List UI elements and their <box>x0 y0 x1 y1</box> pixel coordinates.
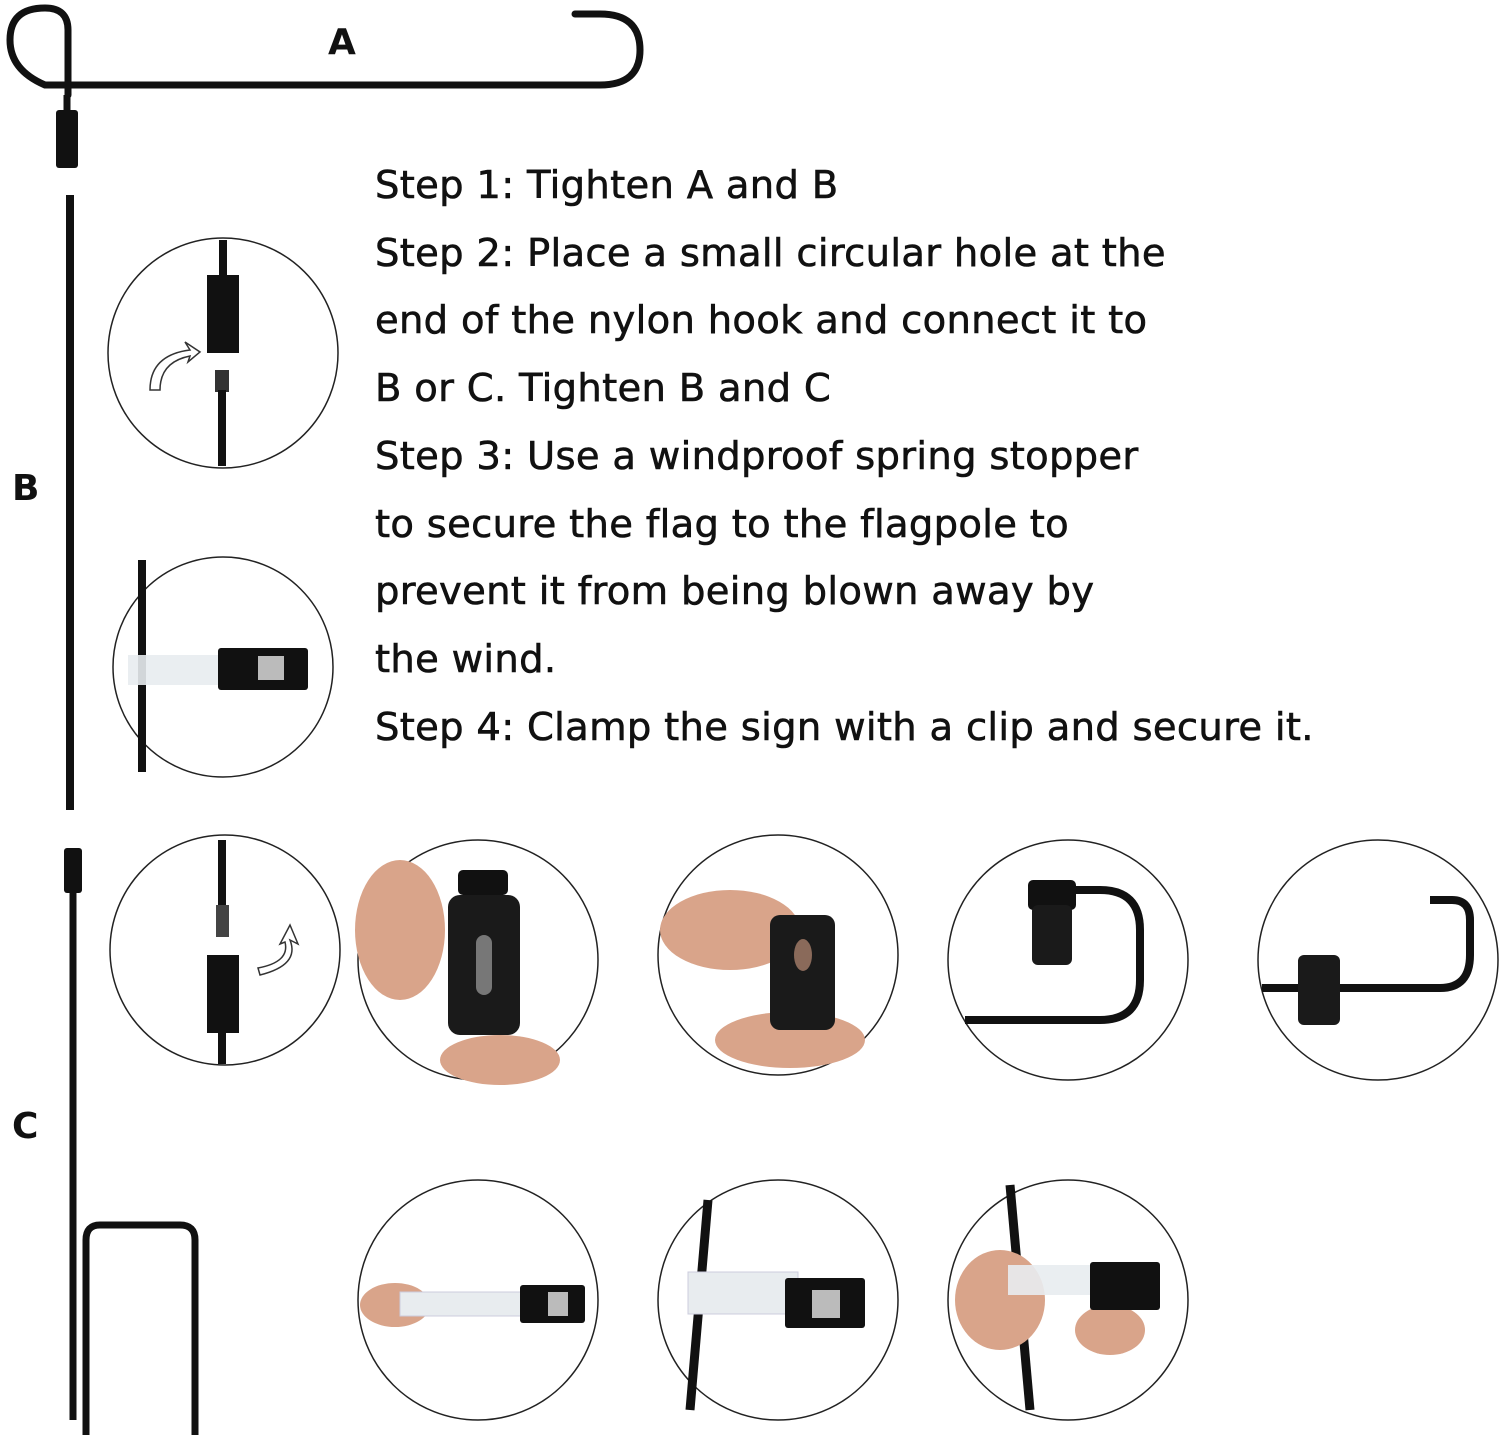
label-part-c: C <box>12 1106 39 1147</box>
step-line: Step 2: Place a small circular hole at t… <box>375 230 1166 276</box>
instruction-steps: Step 1: Tighten A and B Step 2: Place a … <box>375 152 1500 761</box>
detail-circle-tighten-a-b <box>107 237 339 469</box>
photo-clip-open <box>357 1179 599 1421</box>
part-b-pole <box>66 195 74 810</box>
step-line: prevent it from being blown away by <box>375 569 1095 615</box>
label-part-a: A <box>328 22 356 63</box>
rotate-arrow-icon <box>257 923 300 976</box>
step-line: Step 3: Use a windproof spring stopper <box>375 433 1139 480</box>
step-line: B or C. Tighten B and C <box>375 366 832 412</box>
detail-circle-clip <box>112 556 334 778</box>
photo-stopper-on-pole <box>1257 839 1499 1081</box>
part-c-stake <box>69 870 199 1435</box>
photo-clip-on-pole <box>657 1179 899 1421</box>
step-line: to secure the flag to the flagpole to <box>375 501 1070 547</box>
part-a-connector <box>56 110 78 168</box>
photo-clip-securing <box>947 1179 1189 1421</box>
rotate-arrow-icon <box>149 341 202 391</box>
step-line: end of the nylon hook and connect it to <box>375 298 1148 344</box>
step-line: the wind. <box>375 636 557 683</box>
step-line: Step 1: Tighten A and B <box>375 163 839 209</box>
step-line: Step 4: Clamp the sign with a clip and s… <box>375 704 1314 750</box>
photo-stopper-side <box>657 834 899 1076</box>
detail-circle-tighten-b-c <box>109 834 341 1066</box>
label-part-b: B <box>12 468 40 509</box>
part-a-top-arm <box>6 4 644 99</box>
photo-stopper-on-hook <box>947 839 1189 1081</box>
photo-stopper-front <box>355 839 599 1085</box>
